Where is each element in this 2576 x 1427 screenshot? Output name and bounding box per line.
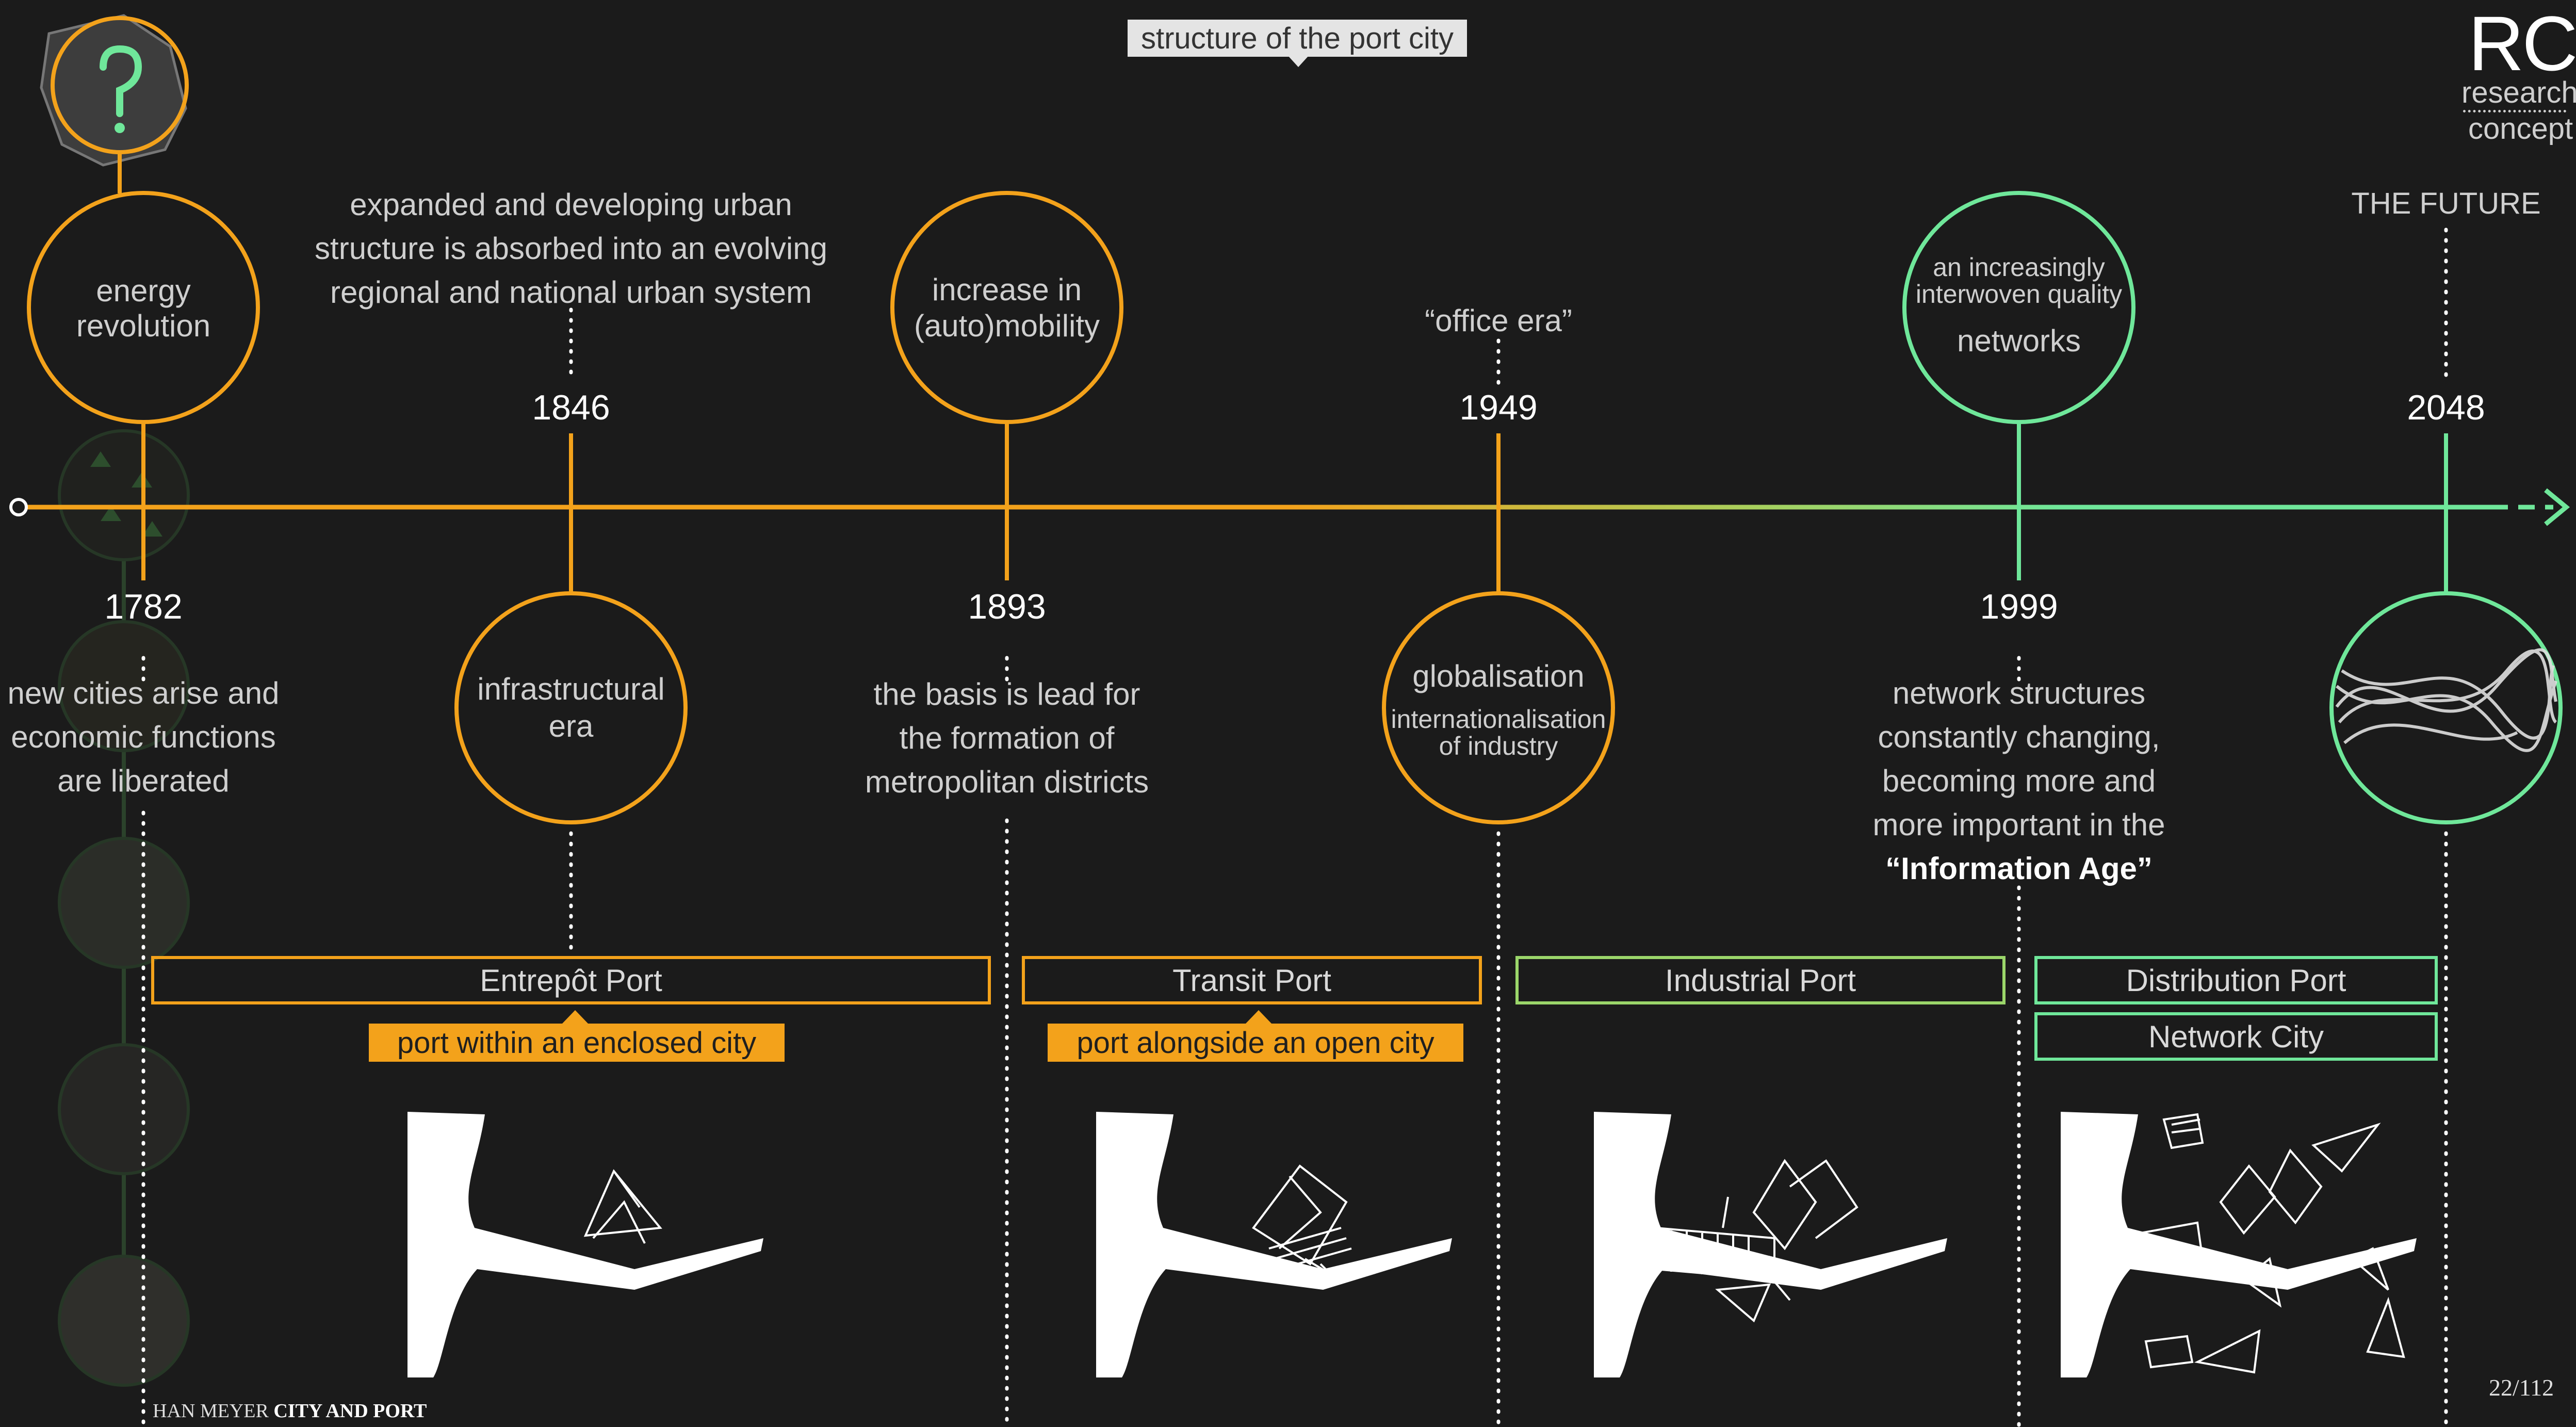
note-1999-line1: network structures [1892, 676, 2146, 710]
note-1782-line1: new cities arise and [7, 676, 280, 710]
note-1846-line3: regional and national urban system [330, 275, 812, 310]
box-entrepot-port [151, 956, 991, 1004]
note-1893-line2: the formation of [899, 721, 1115, 755]
left-photo-column [58, 429, 190, 1387]
note-1893-line1: the basis is lead for [873, 677, 1140, 711]
diagram-industrial-port [1594, 1112, 1947, 1377]
note-1846-line1: expanded and developing urban [350, 187, 792, 222]
circle-text-networks-3: networks [1957, 323, 2081, 358]
circle-text-energy-2: revolution [76, 309, 211, 343]
diagram-distribution-port [2061, 1112, 2417, 1377]
box-industrial-port [1515, 956, 2006, 1004]
circle-text-infra-1: infrastructural [477, 672, 665, 706]
year-2048: 2048 [2407, 388, 2485, 427]
woven-lines-icon [2335, 648, 2557, 752]
note-1893-line3: metropolitan districts [865, 765, 1149, 799]
circle-text-mobility-1: increase in [932, 272, 1082, 307]
circle-text-glob-3: of industry [1439, 732, 1558, 760]
circle-text-energy-1: energy [96, 273, 191, 308]
timeline-start-dot [9, 498, 28, 516]
circle-infrastructural-era [454, 591, 688, 824]
footer-author: HAN MEYER [153, 1400, 269, 1422]
note-1782-line3: are liberated [57, 764, 230, 798]
circle-text-glob-2: internationalisation [1391, 705, 1606, 734]
label-network-city: Network City [2148, 1019, 2324, 1054]
circle-text-mobility-2: (auto)mobility [914, 309, 1100, 343]
circle-text-networks-2: interwoven quality [1915, 280, 2123, 309]
note-1782-line2: economic functions [11, 720, 276, 754]
circle-automobility [890, 191, 1123, 424]
box-transit-port [1022, 956, 1482, 1004]
circle-text-networks-1: an increasingly [1933, 253, 2105, 282]
slide-title: structure of the port city [1128, 20, 1467, 57]
label-industrial-port: Industrial Port [1665, 963, 1856, 998]
label-entrepot-port: Entrepôt Port [480, 963, 662, 998]
title-pointer [1288, 56, 1309, 67]
arrow-head-icon [2544, 488, 2570, 526]
note-office-era: “office era” [1425, 303, 1572, 338]
label-distribution-port: Distribution Port [2126, 963, 2346, 998]
circle-future-networks-image [2329, 591, 2563, 824]
note-1999-line3: becoming more and [1882, 764, 2156, 798]
footer-book: CITY AND PORT [273, 1400, 427, 1422]
year-1893: 1893 [968, 587, 1046, 626]
circle-text-infra-2: era [548, 709, 594, 743]
future-label: THE FUTURE [2351, 187, 2541, 220]
logo-line1: research [2461, 76, 2576, 109]
question-mark-icon [40, 14, 189, 167]
note-1999-line2: constantly changing, [1878, 720, 2160, 754]
logo-divider [2463, 110, 2566, 112]
label-transit-port: Transit Port [1172, 963, 1331, 998]
note-information-age: “Information Age” [1885, 851, 2153, 886]
tag-open-city: port alongside an open city [1048, 1024, 1463, 1062]
diagram-transit-port [1096, 1112, 1452, 1377]
note-1999-line4: more important in the [1872, 807, 2165, 842]
year-1782: 1782 [104, 587, 183, 626]
box-network-city [2034, 1012, 2438, 1061]
logo-line2: concept [2468, 112, 2573, 145]
dotted-connectors [141, 228, 2448, 1427]
box-distribution-port [2034, 956, 2438, 1004]
footer-credit: HAN MEYER CITY AND PORT [153, 1400, 427, 1422]
circle-text-glob-1: globalisation [1412, 659, 1585, 693]
tag-enclosed-city: port within an enclosed city [369, 1024, 785, 1062]
year-1846: 1846 [532, 388, 610, 427]
diagram-entrepot-port [407, 1112, 763, 1377]
logo-letters: RC [2468, 0, 2576, 87]
year-1999: 1999 [1980, 587, 2058, 626]
note-1846-line2: structure is absorbed into an evolving [315, 231, 827, 266]
page-number: 22/112 [2489, 1374, 2554, 1401]
year-1949: 1949 [1459, 388, 1538, 427]
